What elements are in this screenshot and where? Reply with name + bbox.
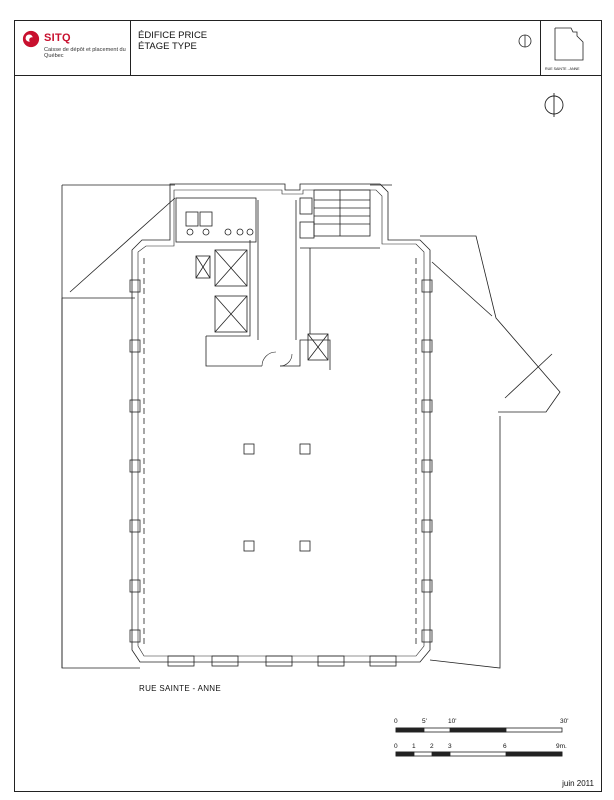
- scale-meter-label: 3: [448, 743, 452, 750]
- drawing-date: juin 2011: [562, 779, 594, 788]
- scale-meter-label: 6: [503, 743, 507, 750]
- building-envelope: [131, 183, 431, 663]
- site-boundary: [61, 185, 140, 669]
- scale-meter-label: 0: [394, 743, 398, 750]
- drawing-title: ÉDIFICE PRICE ÉTAGE TYPE: [138, 30, 207, 52]
- street-label: RUE SAINTE - ANNE: [139, 684, 222, 693]
- scale-feet-label: 5': [422, 718, 427, 725]
- column: [243, 540, 255, 552]
- drawing-sheet: [14, 20, 602, 792]
- keyplan-icon: [554, 27, 584, 61]
- column: [299, 540, 311, 552]
- logo-cell: SITQ Caisse de dépôt et placement du Qué…: [14, 20, 131, 75]
- building-name: ÉDIFICE PRICE: [138, 30, 208, 41]
- graphic-scale: [395, 727, 563, 757]
- title-block: SITQ Caisse de dépôt et placement du Qué…: [14, 20, 602, 76]
- scale-meter-label: 9m.: [556, 743, 567, 750]
- north-arrow-icon: [544, 93, 564, 117]
- scale-feet-label: 10': [448, 718, 457, 725]
- column: [243, 443, 255, 455]
- scale-meter-label: 2: [430, 743, 434, 750]
- keyplan: RUE SAINTE - ANNE: [540, 20, 602, 75]
- keyplan-caption: RUE SAINTE - ANNE: [545, 67, 580, 71]
- north-arrow-icon: [518, 34, 532, 48]
- elevator-shaft: [214, 249, 248, 287]
- stair-core: [313, 189, 371, 237]
- floor-name: ÉTAGE TYPE: [138, 41, 197, 52]
- brand-name: SITQ: [44, 32, 71, 44]
- sitq-logo-icon: [22, 30, 40, 48]
- column: [299, 443, 311, 455]
- scale-meter-label: 1: [412, 743, 416, 750]
- scale-feet-label: 30': [560, 718, 569, 725]
- elevator-shaft: [214, 295, 248, 333]
- washroom-area: [175, 197, 257, 243]
- brand-tagline: Caisse de dépôt et placement du Québec: [44, 47, 126, 60]
- scale-feet-label: 0: [394, 718, 398, 725]
